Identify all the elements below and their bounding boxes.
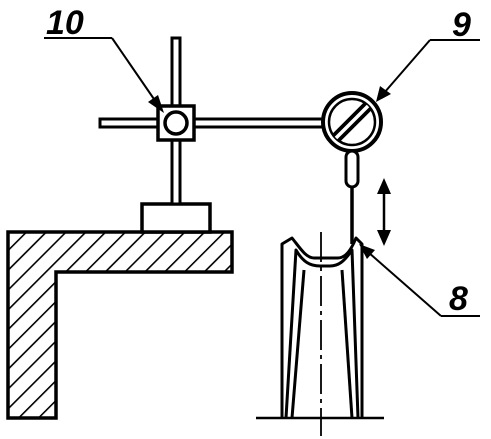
- motion-arrow-icon: [377, 178, 391, 246]
- stand-base-block: [140, 202, 212, 234]
- callout-label-9: 9: [452, 6, 471, 44]
- stand-arm: [98, 117, 333, 129]
- clamp-knob: [163, 110, 189, 136]
- workpiece-section: [280, 236, 364, 419]
- callout-label-10: 10: [46, 4, 84, 42]
- indicator-stem: [344, 149, 360, 189]
- table-base-hatched: [6, 230, 234, 420]
- callout-label-8: 8: [449, 280, 468, 318]
